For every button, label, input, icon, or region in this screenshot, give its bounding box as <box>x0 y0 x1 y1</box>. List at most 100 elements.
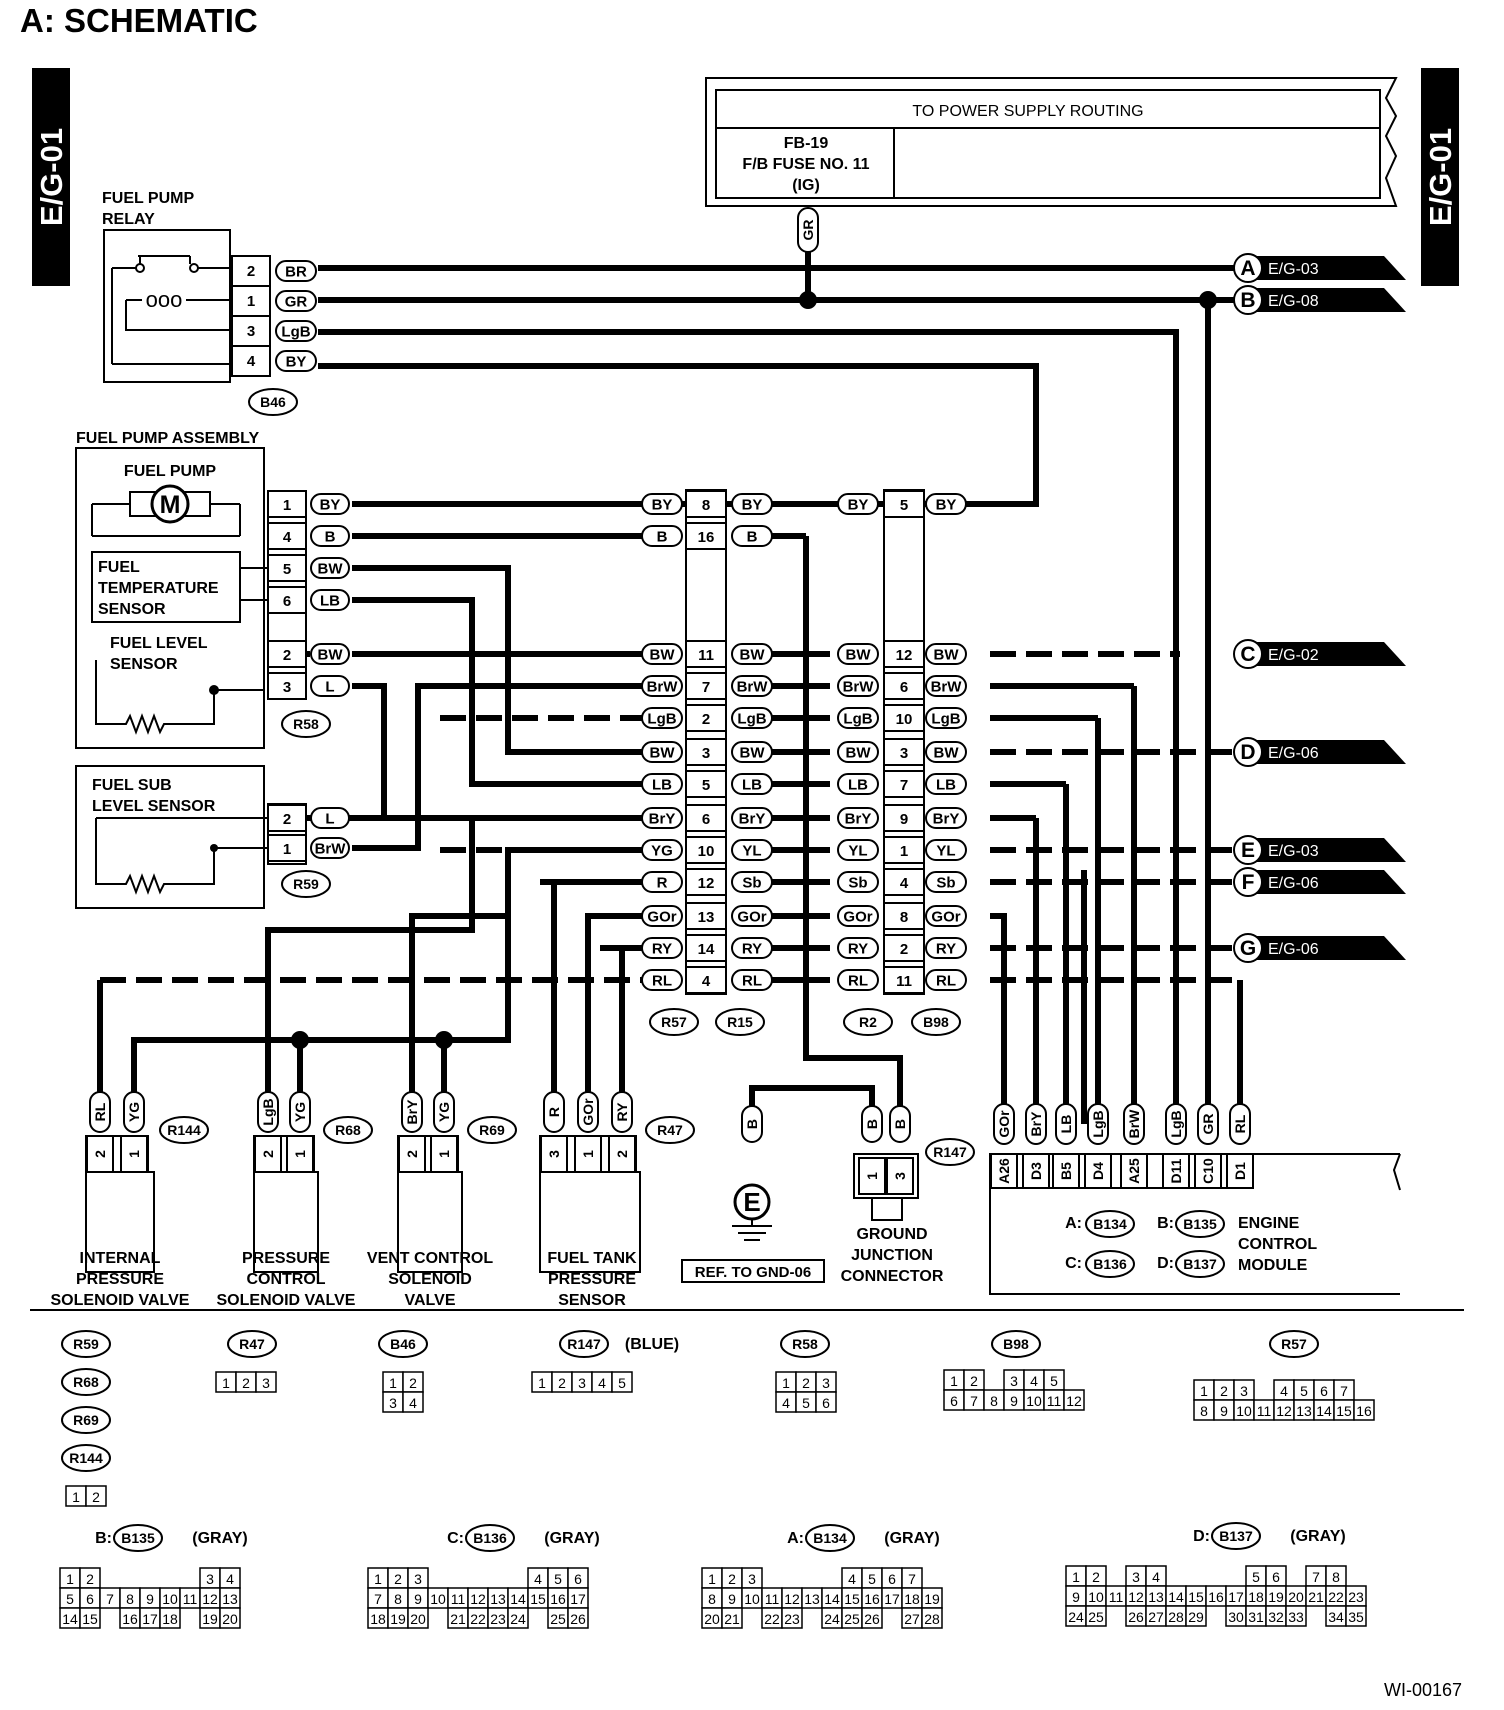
assembly-connector-id-outline <box>281 710 331 738</box>
face-pin-number: 18 <box>1248 1589 1264 1605</box>
temp-sensor-label-2: TEMPERATURE <box>98 580 219 597</box>
valve-pin-number: 1 <box>580 1150 596 1158</box>
inline-left-wire-tag: YL <box>848 843 867 860</box>
assembly-wire-tag-outline <box>310 557 350 579</box>
inline-left-id-1-outline <box>649 1008 699 1036</box>
assembly-pin-cell <box>267 640 307 668</box>
inline-right-wire-tag: YL <box>742 843 761 860</box>
valve-wire-tag: LgB <box>260 1098 276 1125</box>
valve-pin-cell <box>540 1135 568 1173</box>
valve-wire-tag-outline <box>433 1091 455 1133</box>
face-pin-cell <box>402 1391 424 1413</box>
face-r147-id-outline <box>559 1330 609 1358</box>
relay-wire-tag: LgB <box>281 324 310 341</box>
assembly-pin-number: 1 <box>283 497 291 514</box>
face-pin-number: 3 <box>262 1375 270 1391</box>
assembly-body <box>75 447 268 749</box>
offpage-letter: F <box>1242 871 1255 894</box>
face-b134-note: (GRAY) <box>884 1530 939 1547</box>
inline-pin-number: 5 <box>900 497 908 514</box>
inline-right-wire-tag-outline <box>925 969 967 991</box>
power-wire-tag: GR <box>800 220 816 241</box>
face-b135-id-outline <box>113 1524 163 1552</box>
inline-right-wire-tag: BW <box>740 647 766 664</box>
sublevel-pin-number: 1 <box>283 841 291 858</box>
ecm-wire-tag: BrW <box>1126 1109 1142 1139</box>
splice-point <box>435 1031 453 1049</box>
ecm-pin-number: C10 <box>1200 1158 1216 1184</box>
ecm-wire-tag: LB <box>1058 1115 1074 1134</box>
face-pin-cell <box>1085 1605 1107 1627</box>
face-pin-number: 2 <box>1092 1569 1100 1585</box>
face-b135-id: B135 <box>121 1530 155 1546</box>
face-pin-number: 1 <box>782 1375 790 1391</box>
face-pin-number: 22 <box>1328 1589 1344 1605</box>
side-tab-right: E/G-01 <box>1421 68 1459 286</box>
splice-gr-power <box>799 291 817 309</box>
valve-pin-number: 1 <box>126 1150 142 1158</box>
relay-wire-tag: BR <box>285 264 307 281</box>
face-b98-id-outline <box>991 1330 1041 1358</box>
face-pin-number: 1 <box>950 1373 958 1389</box>
ecm-pin-cell <box>990 1153 1018 1189</box>
level-sensor-label-1: FUEL LEVEL <box>110 635 208 652</box>
wire <box>352 597 650 787</box>
inline-pin-cell <box>685 490 727 518</box>
inline-pin-cell <box>883 836 925 864</box>
inline-pin-cell <box>883 804 925 832</box>
inline-left-wire-tag: BY <box>652 497 673 514</box>
face-pin-number: 32 <box>1268 1609 1284 1625</box>
face-pin-number: 29 <box>1188 1609 1204 1625</box>
face-pin-number: 9 <box>1220 1403 1228 1419</box>
valve-label: VALVE <box>405 1292 456 1309</box>
ecm-label-3: MODULE <box>1238 1257 1308 1274</box>
face-pin-number: 2 <box>1220 1383 1228 1399</box>
ecm-wire-tag: LgB <box>1090 1110 1106 1137</box>
ecm-wire-tag-outline <box>1055 1103 1077 1145</box>
inline-pin-cell <box>883 704 925 732</box>
relay-pin-number: 3 <box>247 323 255 340</box>
face-pin-number: 12 <box>470 1591 486 1607</box>
face-pin-number: 6 <box>822 1395 830 1411</box>
valve-label: PRESSURE <box>76 1271 164 1288</box>
valve-pin-cell <box>398 1135 426 1173</box>
face-b136-id-outline <box>465 1524 515 1552</box>
inline-left-id-1: R57 <box>661 1014 687 1030</box>
inline-left-wire-tag: GOr <box>843 909 872 926</box>
assembly-pin-number: 4 <box>283 529 292 546</box>
assembly-wire-tag: BW <box>318 561 344 578</box>
face-pin-number: 10 <box>744 1591 760 1607</box>
valve-pin-cell <box>574 1135 602 1173</box>
face-pin-number: 13 <box>1296 1403 1312 1419</box>
face-pin-number: 9 <box>728 1591 736 1607</box>
face-pin-cell <box>1285 1605 1307 1627</box>
valve-wire-tag-outline <box>123 1091 145 1133</box>
face-pin-number: 1 <box>374 1571 382 1587</box>
valve-label: CONTROL <box>246 1271 325 1288</box>
face-pin-number: 4 <box>848 1571 856 1587</box>
face-b46-id-outline <box>378 1330 428 1358</box>
face-pin-number: 28 <box>1168 1609 1184 1625</box>
wire <box>265 815 650 1124</box>
inline-pin-cell <box>685 902 727 930</box>
relay-wire-tag: GR <box>285 294 308 311</box>
inline-pin-number: 10 <box>698 843 715 860</box>
face-pin-number: 3 <box>748 1571 756 1587</box>
junction-label-2: JUNCTION <box>851 1247 933 1264</box>
face-pin-number: 10 <box>1088 1589 1104 1605</box>
valve-body <box>539 1171 641 1273</box>
assembly-wire-tag-outline <box>310 589 350 611</box>
sublevel-pin-number: 2 <box>283 811 291 828</box>
inline-left-wire-tag-outline <box>837 493 879 515</box>
side-tab-left-label: E/G-01 <box>34 128 69 226</box>
face-pin-cell <box>611 1371 633 1393</box>
face-pin-number: 7 <box>970 1393 978 1409</box>
face-pin-number: 18 <box>162 1611 178 1627</box>
face-pin-number: 6 <box>1320 1383 1328 1399</box>
face-pin-number: 4 <box>1280 1383 1288 1399</box>
sublevel-wire-tag: L <box>325 811 334 828</box>
ecm-wire-tag-outline <box>1229 1103 1251 1145</box>
inline-pin-cell <box>883 868 925 896</box>
face-pin-number: 2 <box>86 1571 94 1587</box>
face-pin-number: 23 <box>1348 1589 1364 1605</box>
